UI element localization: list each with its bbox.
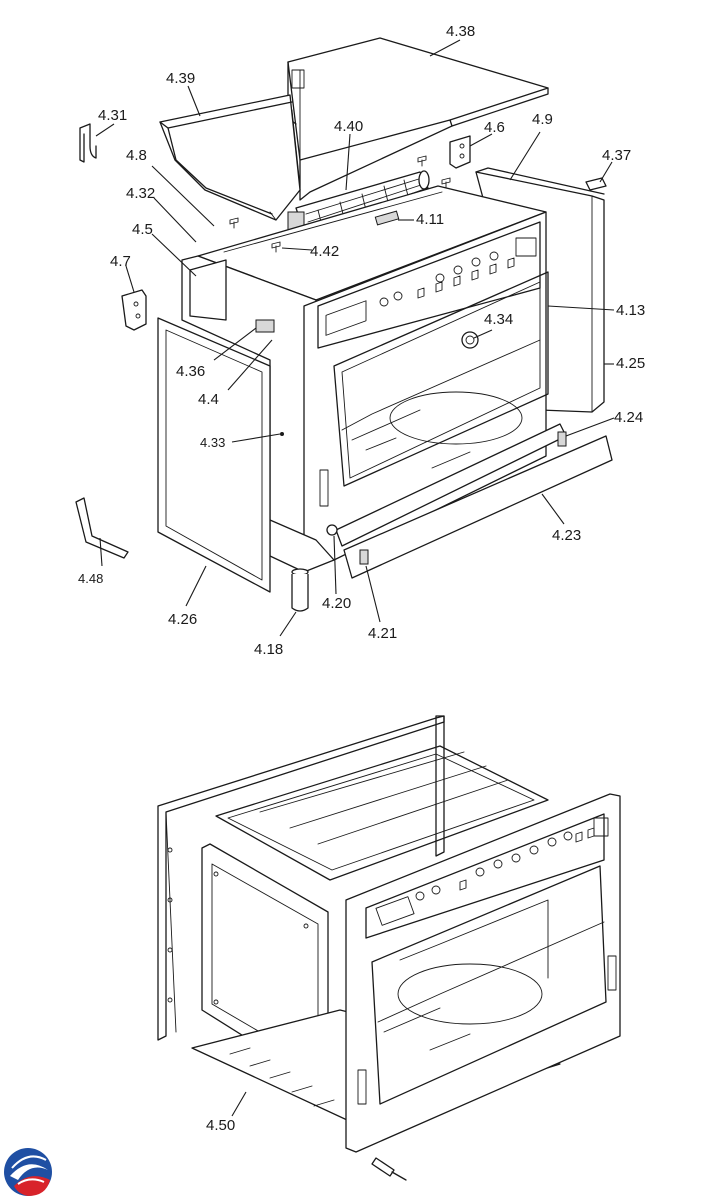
tangential-fan-part (287, 170, 430, 233)
clip-part (585, 177, 607, 191)
label-4-39: 4.39 (166, 70, 195, 87)
label-4-6: 4.6 (484, 119, 505, 136)
label-4-37: 4.37 (602, 147, 631, 164)
adjustable-foot-part (291, 568, 309, 612)
lower-assembly-view: 4.50 (157, 715, 621, 1181)
label-4-50: 4.50 (206, 1117, 235, 1134)
label-4-9: 4.9 (532, 111, 553, 128)
upper-exploded-view: 4.38 4.39 4.31 4.40 4.6 4.9 4.8 4.37 4.3… (75, 23, 645, 658)
label-4-20: 4.20 (322, 595, 351, 612)
label-4-8: 4.8 (126, 147, 147, 164)
label-4-18: 4.18 (254, 641, 283, 658)
screws (229, 155, 451, 253)
label-4-4: 4.4 (198, 391, 219, 408)
label-4-32: 4.32 (126, 185, 155, 202)
label-4-7: 4.7 (110, 253, 131, 270)
brand-logo (4, 1148, 52, 1196)
leader-lines-upper (95, 39, 615, 637)
part-labels-upper: 4.38 4.39 4.31 4.40 4.6 4.9 4.8 4.37 4.3… (78, 23, 645, 658)
hinge-bracket-part (449, 135, 471, 169)
roller-part (326, 524, 338, 536)
foot-bracket-part (75, 497, 129, 559)
door-switch-part (255, 319, 275, 333)
mounting-bracket-part (121, 289, 147, 331)
label-4-36: 4.36 (176, 363, 205, 380)
label-4-5: 4.5 (132, 221, 153, 238)
side-shield-part (159, 94, 301, 221)
label-4-13: 4.13 (616, 302, 645, 319)
label-4-48: 4.48 (78, 571, 103, 586)
label-4-26: 4.26 (168, 611, 197, 628)
front-trim-part (335, 423, 613, 579)
label-4-21: 4.21 (368, 625, 397, 642)
left-side-panel-part (157, 317, 284, 593)
control-panel (325, 237, 537, 336)
label-4-24: 4.24 (614, 409, 643, 426)
label-4-40: 4.40 (334, 118, 363, 135)
label-4-38: 4.38 (446, 23, 475, 40)
probe-part (371, 1157, 407, 1181)
switch-part (374, 210, 400, 226)
bracket-part (79, 123, 97, 163)
label-4-25: 4.25 (616, 355, 645, 372)
label-4-11: 4.11 (416, 211, 444, 228)
label-4-31: 4.31 (98, 107, 127, 124)
label-4-42: 4.42 (310, 243, 339, 260)
label-4-34: 4.34 (484, 311, 513, 328)
label-4-23: 4.23 (552, 527, 581, 544)
oven-lamp-part (461, 331, 479, 349)
label-4-33: 4.33 (200, 435, 225, 450)
door-seal-part (333, 271, 549, 487)
